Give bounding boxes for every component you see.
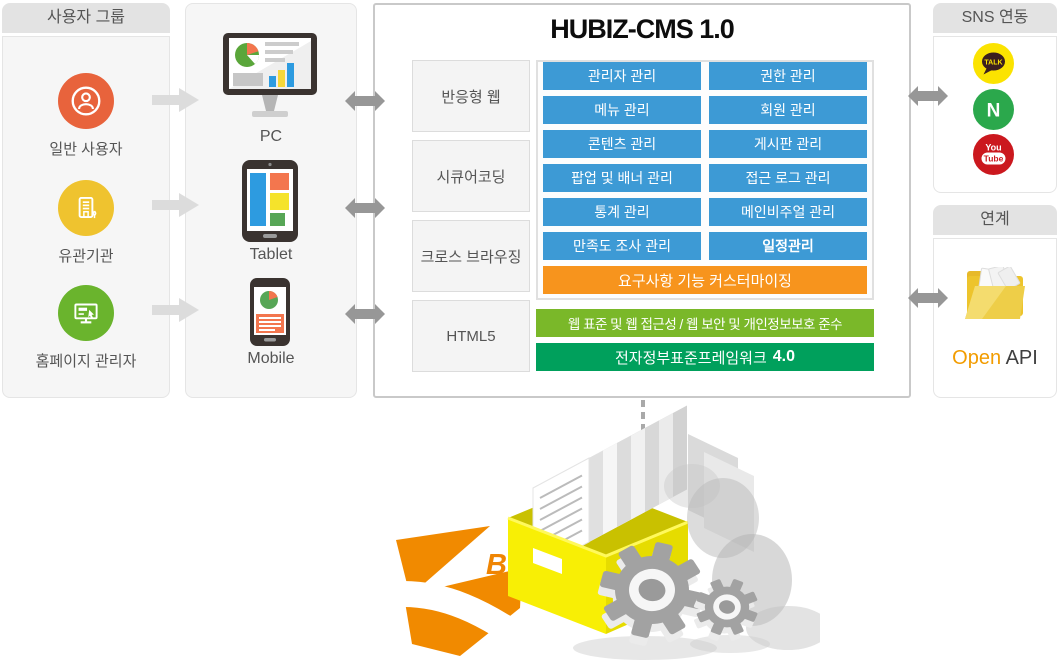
arrow-device-cms-3 bbox=[345, 303, 385, 330]
module-statistics: 통계 관리 bbox=[543, 198, 701, 226]
sns-body: TALK N You Tube bbox=[933, 36, 1057, 193]
mobile-icon bbox=[250, 278, 290, 351]
youtube-text-bottom: Tube bbox=[984, 154, 1004, 164]
arrow-user-to-device-3 bbox=[152, 297, 200, 328]
arrow-user-to-device-2 bbox=[152, 192, 200, 223]
api-text: API bbox=[1005, 347, 1038, 369]
module-schedule: 일정관리 bbox=[709, 232, 867, 260]
compliance-bar: 웹 표준 및 웹 접근성 / 웹 보안 및 개인정보보호 준수 bbox=[536, 309, 874, 337]
feature-html5: HTML5 bbox=[412, 300, 530, 372]
kakaotalk-text: TALK bbox=[984, 59, 1002, 66]
tablet-label: Tablet bbox=[249, 246, 293, 263]
cms-title: HUBIZ-CMS 1.0 bbox=[550, 14, 735, 44]
framework-version: 4.0 bbox=[772, 348, 796, 365]
sns-title: SNS 연동 bbox=[933, 3, 1057, 33]
cms-panel: HUBIZ-CMS 1.0 반응형 웹 시큐어코딩 크로스 브라우징 HTML5… bbox=[373, 3, 911, 398]
open-api-label: Open API bbox=[934, 347, 1056, 370]
youtube-icon: You Tube bbox=[973, 134, 1014, 175]
module-permission: 권한 관리 bbox=[709, 62, 867, 90]
user-group-title: 사용자 그룹 bbox=[2, 3, 170, 33]
arrow-device-cms-2 bbox=[345, 197, 385, 224]
kakaotalk-icon: TALK bbox=[973, 43, 1014, 84]
database-illustration: B bbox=[377, 400, 830, 662]
link-panel: 연계 Open API bbox=[933, 205, 1057, 398]
general-user-label: 일반 사용자 bbox=[49, 141, 123, 158]
module-main-visual: 메인비주얼 관리 bbox=[709, 198, 867, 226]
module-access-log: 접근 로그 관리 bbox=[709, 164, 867, 192]
organization-icon bbox=[58, 180, 114, 236]
large-gear-icon bbox=[597, 542, 704, 646]
module-admin: 관리자 관리 bbox=[543, 62, 701, 90]
naver-icon: N bbox=[973, 89, 1014, 130]
custom-feature-bar: 요구사항 기능 커스터마이징 bbox=[543, 266, 867, 294]
module-satisfaction-survey: 만족도 조사 관리 bbox=[543, 232, 701, 260]
sns-panel: SNS 연동 TALK N You bbox=[933, 3, 1057, 193]
tablet-icon bbox=[242, 160, 298, 247]
feature-cross-browsing: 크로스 브라우징 bbox=[412, 220, 530, 292]
framework-label: 전자정부표준프레임워크 bbox=[614, 349, 767, 367]
arrow-device-cms-1 bbox=[345, 90, 385, 117]
user-group-panel: 사용자 그룹 일반 사용자 bbox=[2, 3, 170, 398]
module-member: 회원 관리 bbox=[709, 96, 867, 124]
ribbon-letter: B bbox=[486, 549, 507, 581]
naver-text: N bbox=[987, 101, 1001, 122]
open-text: Open bbox=[952, 347, 1002, 369]
module-menu: 메뉴 관리 bbox=[543, 96, 701, 124]
admin-monitor-icon bbox=[58, 285, 114, 341]
module-popup-banner: 팝업 및 배너 관리 bbox=[543, 164, 701, 192]
module-board: 게시판 관리 bbox=[709, 130, 867, 158]
small-gear-icon bbox=[693, 579, 758, 641]
arrow-cms-sns bbox=[908, 85, 948, 112]
link-body: Open API bbox=[933, 238, 1057, 398]
mobile-label: Mobile bbox=[247, 350, 295, 367]
arrow-cms-link bbox=[908, 287, 948, 314]
user-group-body: 일반 사용자 유관기관 bbox=[2, 36, 170, 398]
organization-label: 유관기관 bbox=[58, 248, 114, 265]
framework-bar: 전자정부표준프레임워크 4.0 bbox=[536, 343, 874, 371]
arrow-user-to-device-1 bbox=[152, 87, 200, 118]
open-api-folder-icon bbox=[964, 265, 1026, 330]
pc-monitor-icon bbox=[218, 33, 322, 132]
pc-label: PC bbox=[259, 128, 283, 145]
feature-responsive-web: 반응형 웹 bbox=[412, 60, 530, 132]
devices-panel: PC Tablet bbox=[185, 3, 357, 398]
homepage-admin-label: 홈페이지 관리자 bbox=[35, 353, 137, 370]
link-title: 연계 bbox=[933, 205, 1057, 235]
feature-secure-coding: 시큐어코딩 bbox=[412, 140, 530, 212]
module-content: 콘텐츠 관리 bbox=[543, 130, 701, 158]
person-icon bbox=[58, 73, 114, 129]
youtube-text-top: You bbox=[985, 143, 1001, 153]
